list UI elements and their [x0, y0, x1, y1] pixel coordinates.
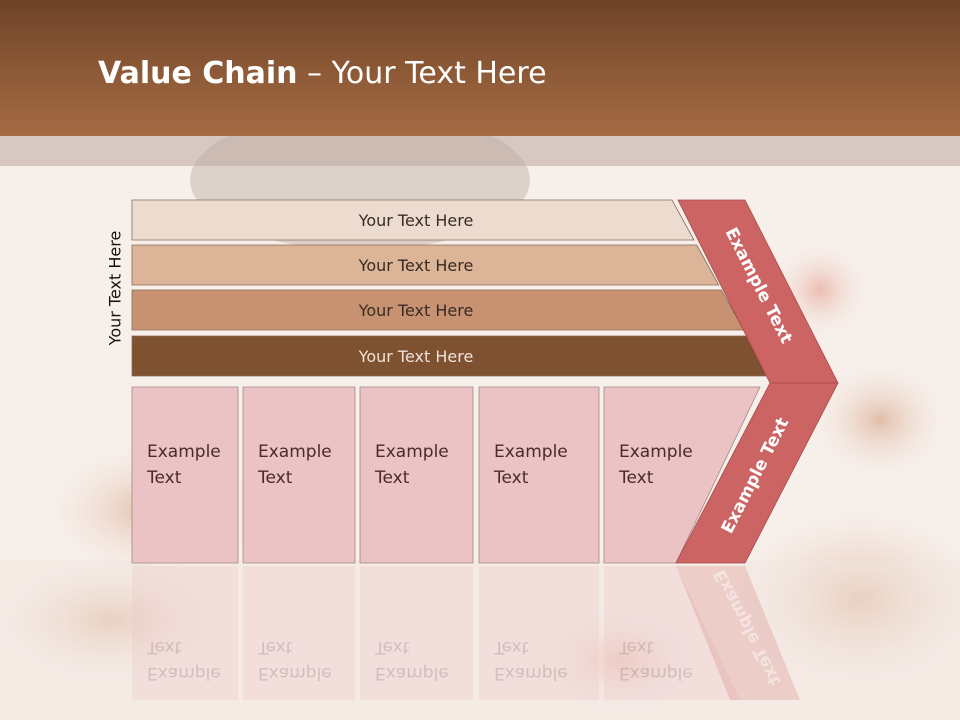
header-bar — [0, 0, 960, 136]
box-label-reflection-line1: Example — [494, 663, 568, 683]
box-label-line1: Example — [147, 442, 221, 462]
box-label-reflection-line2: Text — [494, 637, 529, 657]
chevron-reflection — [676, 566, 800, 700]
box-label-line2: Text — [147, 468, 182, 488]
box-label-line1: Example — [375, 442, 449, 462]
box-label-line1: Example — [619, 442, 693, 462]
value-row-1 — [131, 199, 695, 241]
box-label-line1: Example — [258, 442, 332, 462]
box-label-reflection-1: Example Text — [147, 634, 221, 686]
activity-box-reflection-1 — [132, 566, 238, 700]
title-rest: – Your Text Here — [297, 56, 547, 91]
row-label-1: Your Text Here — [358, 211, 474, 230]
box-label-line2: Text — [258, 468, 293, 488]
row-label-3: Your Text Here — [358, 301, 474, 320]
activity-box-reflection-4 — [479, 566, 599, 700]
row-label-2: Your Text Here — [358, 256, 474, 275]
activity-box-4 — [478, 386, 600, 564]
box-label-reflection-line2: Text — [258, 637, 293, 657]
box-label-line2: Text — [619, 468, 654, 488]
box-label-reflection-line1: Example — [147, 663, 221, 683]
header-band — [0, 136, 960, 166]
box-label-reflection-line2: Text — [147, 637, 182, 657]
value-row-2 — [131, 244, 720, 286]
title-bold: Value Chain — [98, 56, 298, 91]
box-label-reflection-2: Example Text — [258, 634, 332, 686]
row-label-4: Your Text Here — [358, 347, 474, 366]
activity-box-reflection-2 — [243, 566, 355, 700]
box-label-reflection-line2: Text — [619, 637, 654, 657]
box-label-reflection-line1: Example — [258, 663, 332, 683]
box-label-reflection-line1: Example — [619, 663, 693, 683]
activity-box-3 — [359, 386, 474, 564]
box-label-line2: Text — [494, 468, 529, 488]
activity-box-reflection-5 — [604, 566, 740, 700]
slide-title: Value Chain – Your Text Here — [98, 56, 547, 91]
box-label-reflection-3: Example Text — [375, 634, 449, 686]
box-label-reflection-line1: Example — [375, 663, 449, 683]
box-label-line1: Example — [494, 442, 568, 462]
chevron-lower — [675, 382, 839, 564]
box-label-reflection-4: Example Text — [494, 634, 568, 686]
reflection-layer — [132, 566, 740, 700]
activity-box-reflection-3 — [360, 566, 473, 700]
box-label-line2: Text — [375, 468, 410, 488]
box-label-reflection-line2: Text — [375, 637, 410, 657]
activity-box-1 — [131, 386, 239, 564]
box-layer — [131, 386, 761, 564]
activity-box-2 — [242, 386, 356, 564]
box-label-reflection-5: Example Text — [619, 634, 693, 686]
